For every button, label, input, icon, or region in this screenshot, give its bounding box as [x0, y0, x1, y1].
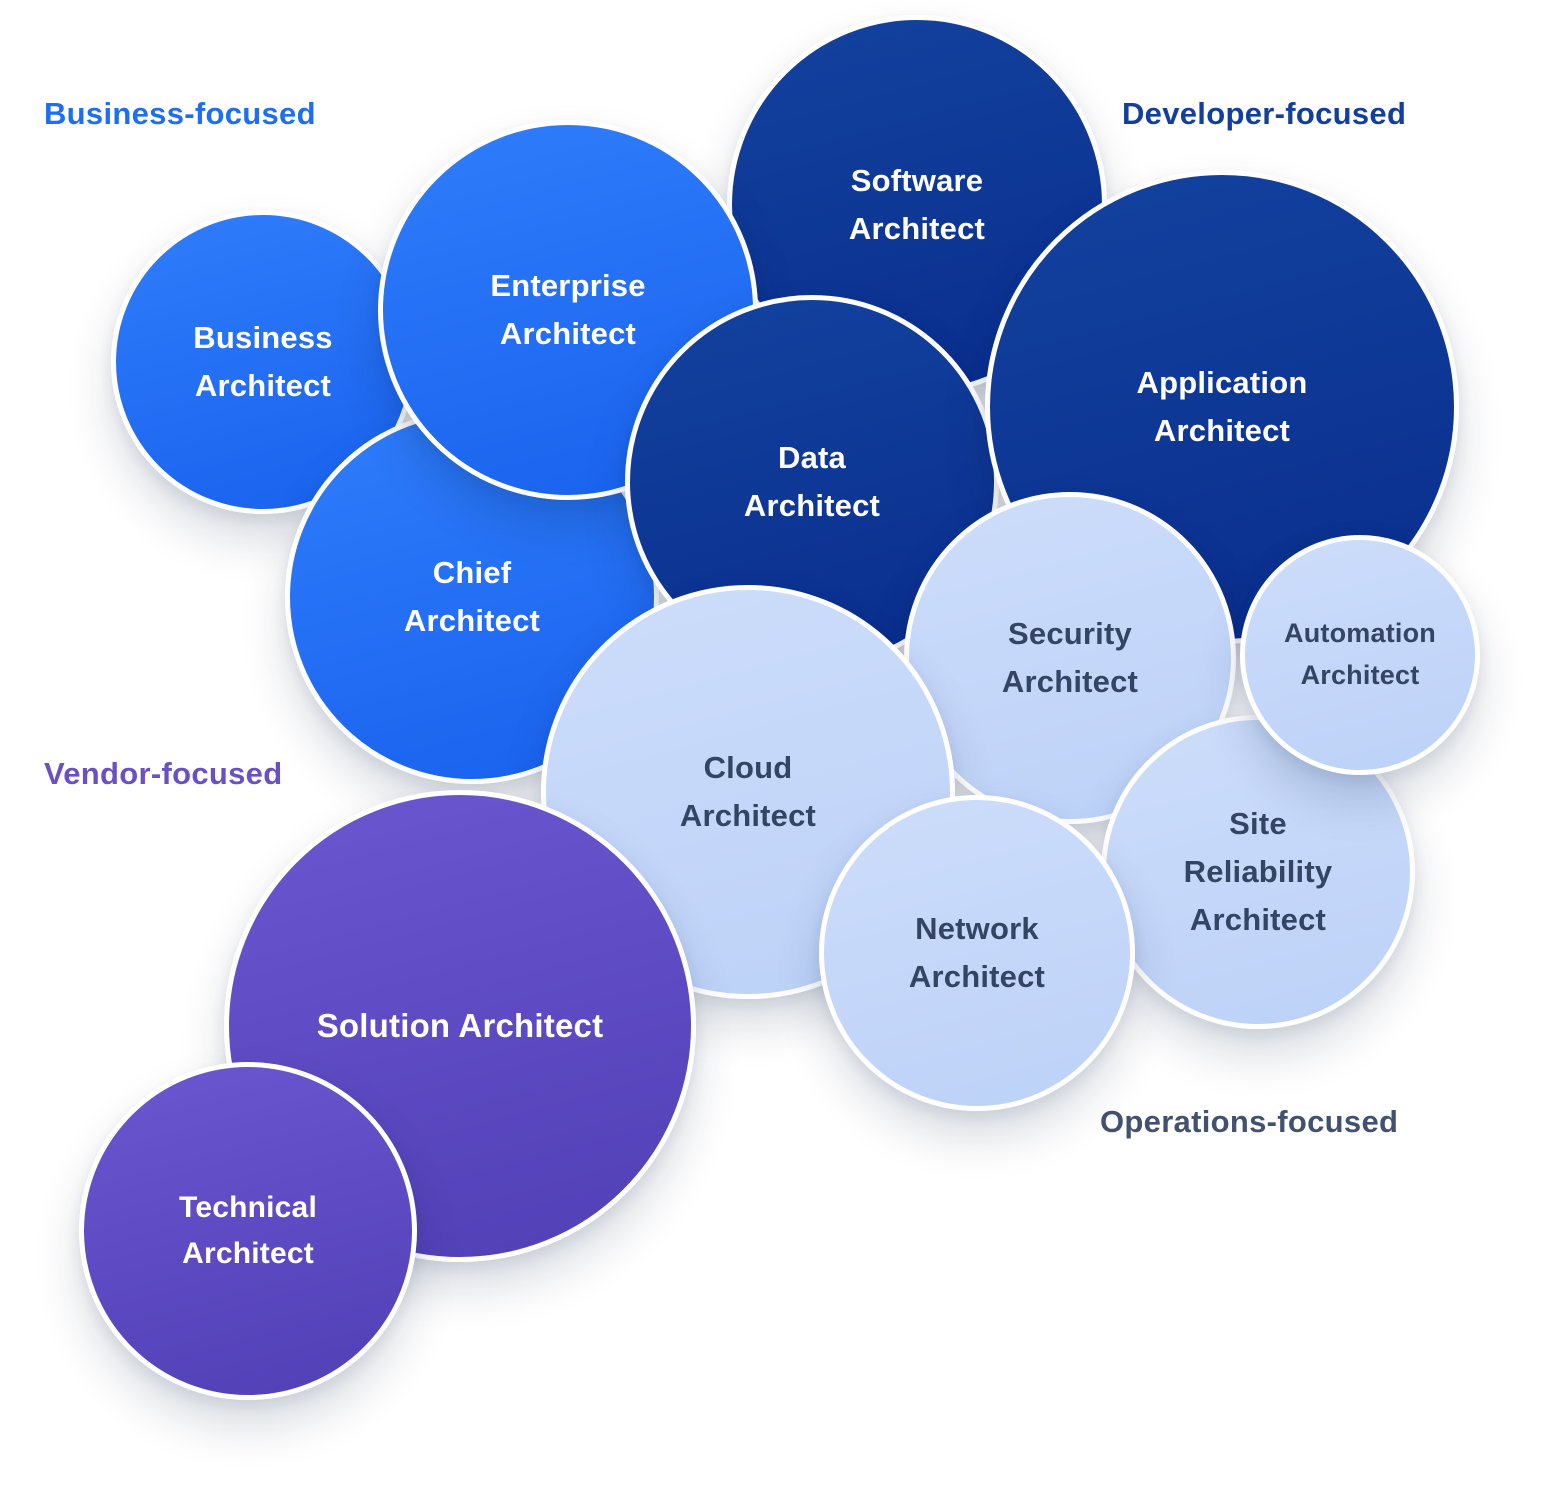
bubble-business-architect-label: Business Architect [193, 319, 333, 403]
bubble-chief-architect-label: Chief Architect [403, 554, 541, 638]
group-label-vendor-focused: Vendor-focused [44, 756, 283, 791]
bubble-network-architect: Network Architect [819, 795, 1135, 1111]
bubble-automation-architect-label: Automation Architect [1284, 618, 1436, 690]
bubble-business-architect: Business Architect [111, 210, 415, 514]
group-label-operations-focused: Operations-focused [1100, 1104, 1399, 1139]
bubble-security-architect-label: Security Architect [1001, 615, 1139, 699]
bubble-enterprise-architect: Enterprise Architect [378, 120, 758, 500]
bubble-site-reliability-architect-label: Site Reliability Architect [1183, 805, 1333, 938]
bubble-solution-architect-label: Solution Architect [316, 1007, 604, 1045]
bubble-application-architect-label: Application Architect [1136, 364, 1308, 448]
bubble-technical-architect-label: Technical Architect [179, 1190, 317, 1271]
bubble-network-architect-label: Network Architect [908, 910, 1046, 994]
bubble-cloud-architect-label: Cloud Architect [679, 749, 817, 833]
group-label-developer-focused: Developer-focused [1122, 96, 1407, 131]
bubble-software-architect-label: Software Architect [848, 162, 986, 246]
bubble-data-architect-label: Data Architect [743, 439, 881, 523]
bubble-technical-architect: Technical Architect [79, 1062, 417, 1400]
group-label-business-focused: Business-focused [44, 96, 316, 131]
bubble-automation-architect: Automation Architect [1240, 535, 1480, 775]
bubble-enterprise-architect-label: Enterprise Architect [490, 267, 646, 351]
